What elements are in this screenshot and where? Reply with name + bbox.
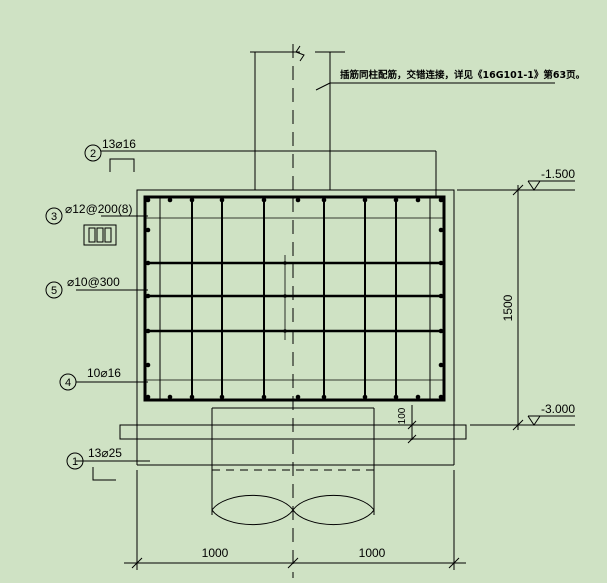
callout-3-number: 3 [51, 211, 57, 223]
callout-4-number: 4 [65, 377, 71, 389]
callout-1-label: 13⌀25 [88, 446, 122, 460]
callout-2-label: 13⌀16 [102, 137, 136, 151]
callout-1-number: 1 [72, 456, 78, 468]
level-top: -1.500 [541, 167, 575, 181]
dimension-left: 1000 [202, 546, 229, 560]
callout-5-label: ⌀10@300 [67, 275, 120, 289]
callout-3-label: ⌀12@200(8) [65, 202, 132, 216]
level-bottom: -3.000 [541, 402, 575, 416]
callout-4-label: 10⌀16 [87, 366, 121, 380]
cushion-dimension: 100 [397, 407, 408, 424]
callout-2-number: 2 [90, 148, 96, 160]
callout-5-number: 5 [51, 285, 57, 297]
height-dimension: 1500 [501, 294, 515, 321]
dimension-right: 1000 [359, 546, 386, 560]
general-note: 插筋同柱配筋，交错连接，详见《16G101-1》第63页。 [340, 69, 585, 81]
